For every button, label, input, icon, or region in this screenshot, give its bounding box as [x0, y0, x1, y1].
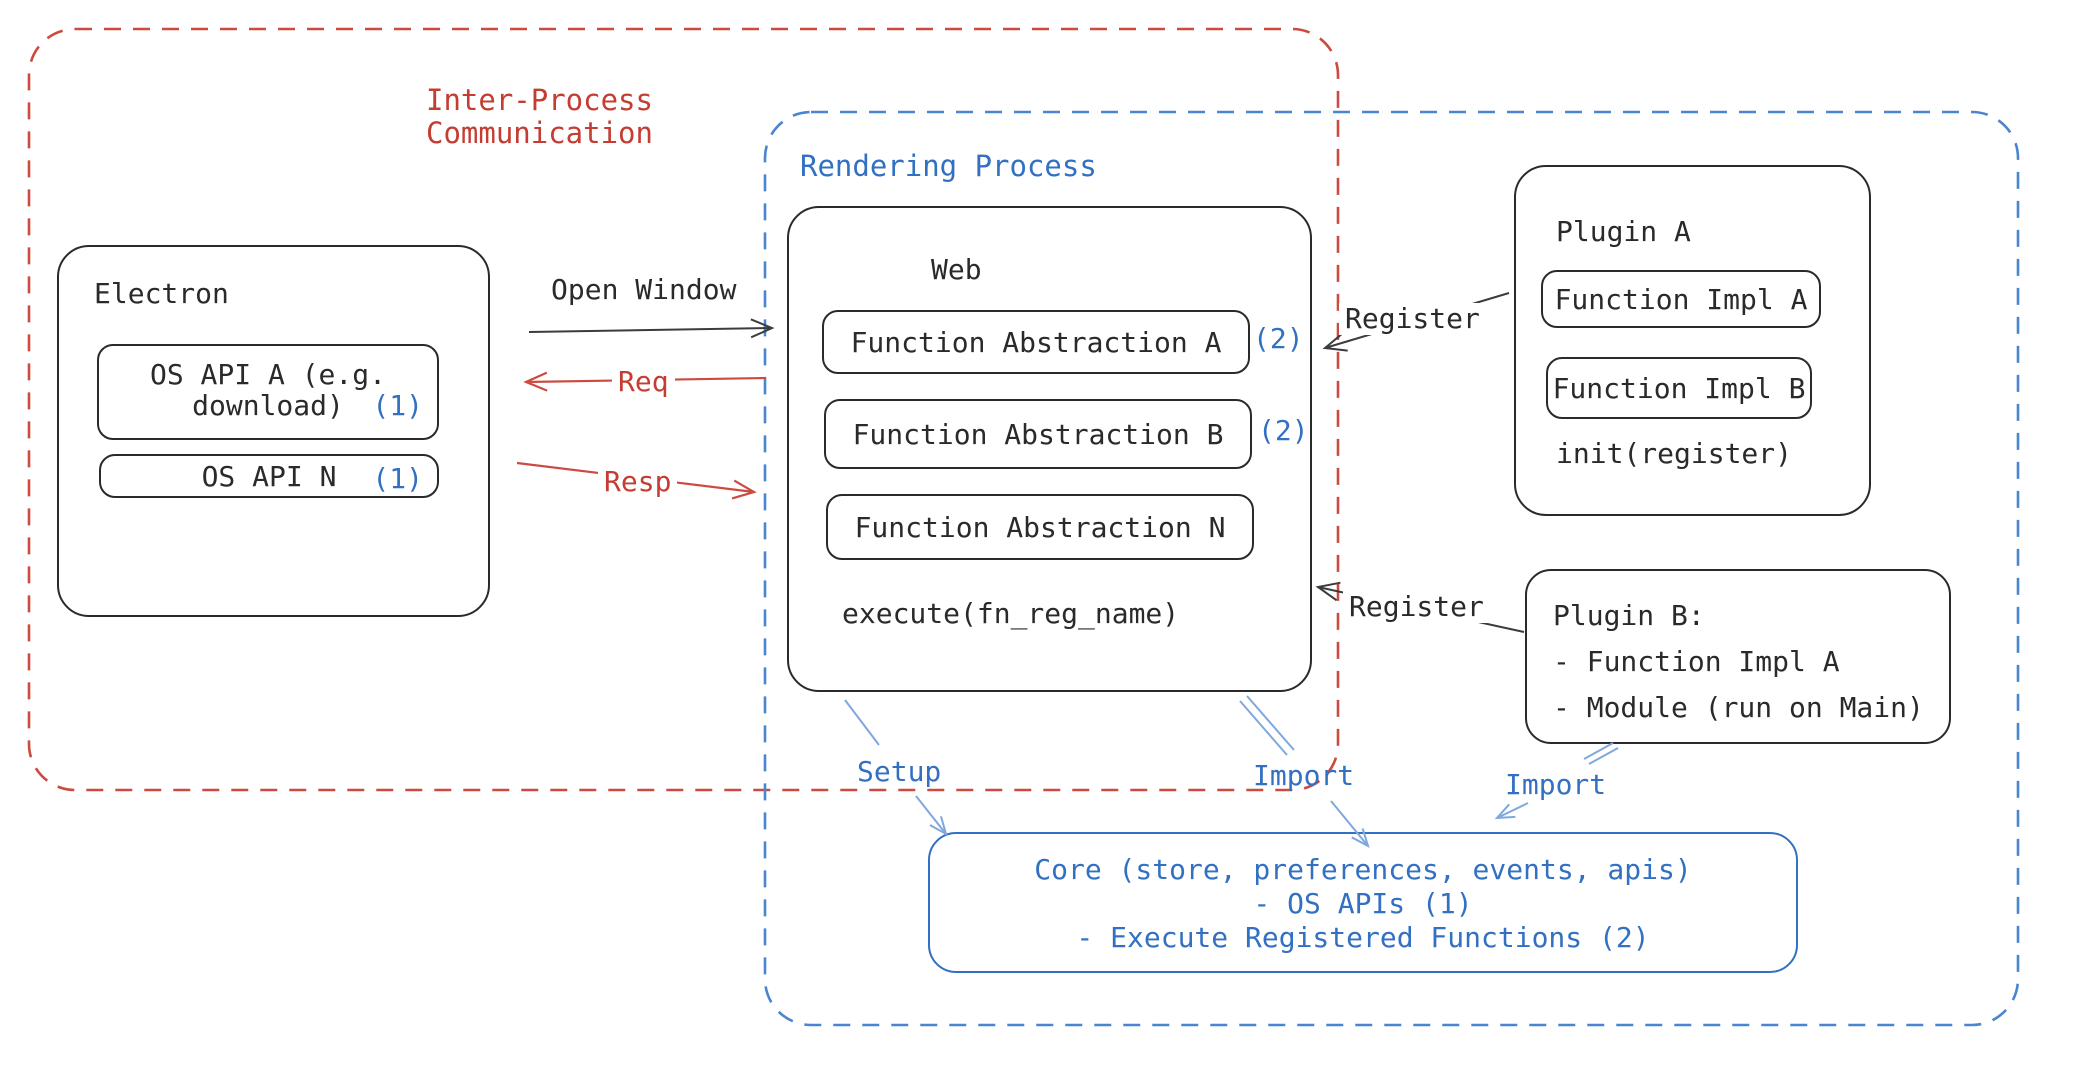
open-window-label: Open Window: [551, 273, 737, 306]
resp-label: Resp: [598, 465, 678, 499]
electron-title: Electron: [94, 277, 229, 310]
init-register-text: init(register): [1556, 437, 1793, 470]
os-api-n-box: OS API N (1): [99, 454, 439, 498]
import-plugin-arrow-tail2: [1583, 742, 1614, 760]
rendering-process-label: Rendering Process: [800, 149, 1097, 183]
req-label: Req: [612, 365, 675, 399]
function-abstraction-n-box: Function Abstraction N: [826, 494, 1254, 560]
import-web-arrow-tail: [1239, 700, 1288, 756]
plugin-a-box: Plugin A Function Impl A Function Impl B…: [1514, 165, 1871, 516]
function-impl-b-box: Function Impl B: [1546, 357, 1812, 419]
ipc-label-line1: Inter-Process: [426, 83, 653, 117]
import-plugin-arrow-head: [1494, 802, 1529, 820]
electron-box: Electron OS API A (e.g. download) (1) OS…: [57, 245, 490, 617]
setup-label: Setup: [857, 755, 942, 788]
import-plugin-label: Import: [1505, 768, 1607, 801]
web-title: Web: [931, 253, 982, 286]
plugin-b-line3: - Module (run on Main): [1553, 691, 1924, 724]
os-api-n-label: OS API N: [201, 459, 337, 493]
ipc-group-label: Inter-Process Communication: [426, 84, 653, 150]
import-web-label: Import: [1253, 759, 1355, 792]
os-api-a-line1: OS API A (e.g.: [149, 358, 386, 391]
function-abstraction-a-badge: (2): [1253, 322, 1304, 355]
os-api-n-badge: (1): [372, 462, 423, 495]
function-abstraction-b-badge: (2): [1258, 414, 1309, 447]
core-line2: - OS APIs (1): [1253, 887, 1473, 920]
function-abstraction-a-box: Function Abstraction A: [822, 310, 1250, 374]
import-plugin-arrow-tail: [1588, 747, 1619, 765]
plugin-a-title: Plugin A: [1556, 215, 1691, 248]
import-web-arrow-tail2: [1246, 695, 1295, 751]
open-window-arrow: [528, 318, 775, 339]
core-box: Core (store, preferences, events, apis) …: [928, 832, 1798, 973]
web-box: Web Function Abstraction A (2) Function …: [787, 206, 1312, 692]
setup-arrow-tail: [844, 699, 880, 746]
plugin-b-line2: - Function Impl A: [1553, 645, 1840, 678]
plugin-b-line1: Plugin B:: [1553, 599, 1705, 632]
register-plugin-b-label: Register: [1343, 590, 1490, 624]
os-api-a-box: OS API A (e.g. download) (1): [97, 344, 439, 440]
function-impl-a-box: Function Impl A: [1541, 270, 1821, 328]
register-plugin-a-label: Register: [1339, 302, 1486, 336]
core-line1: Core (store, preferences, events, apis): [1034, 853, 1692, 886]
setup-arrow-head: [915, 795, 948, 837]
core-line3: - Execute Registered Functions (2): [1076, 921, 1650, 954]
plugin-b-text: Plugin B: - Function Impl A - Module (ru…: [1553, 593, 1924, 731]
plugin-b-box: Plugin B: - Function Impl A - Module (ru…: [1525, 569, 1951, 744]
ipc-label-line2: Communication: [426, 116, 653, 150]
os-api-a-badge: (1): [372, 389, 423, 422]
function-abstraction-b-box: Function Abstraction B: [824, 399, 1252, 469]
execute-function-text: execute(fn_reg_name): [842, 597, 1180, 630]
